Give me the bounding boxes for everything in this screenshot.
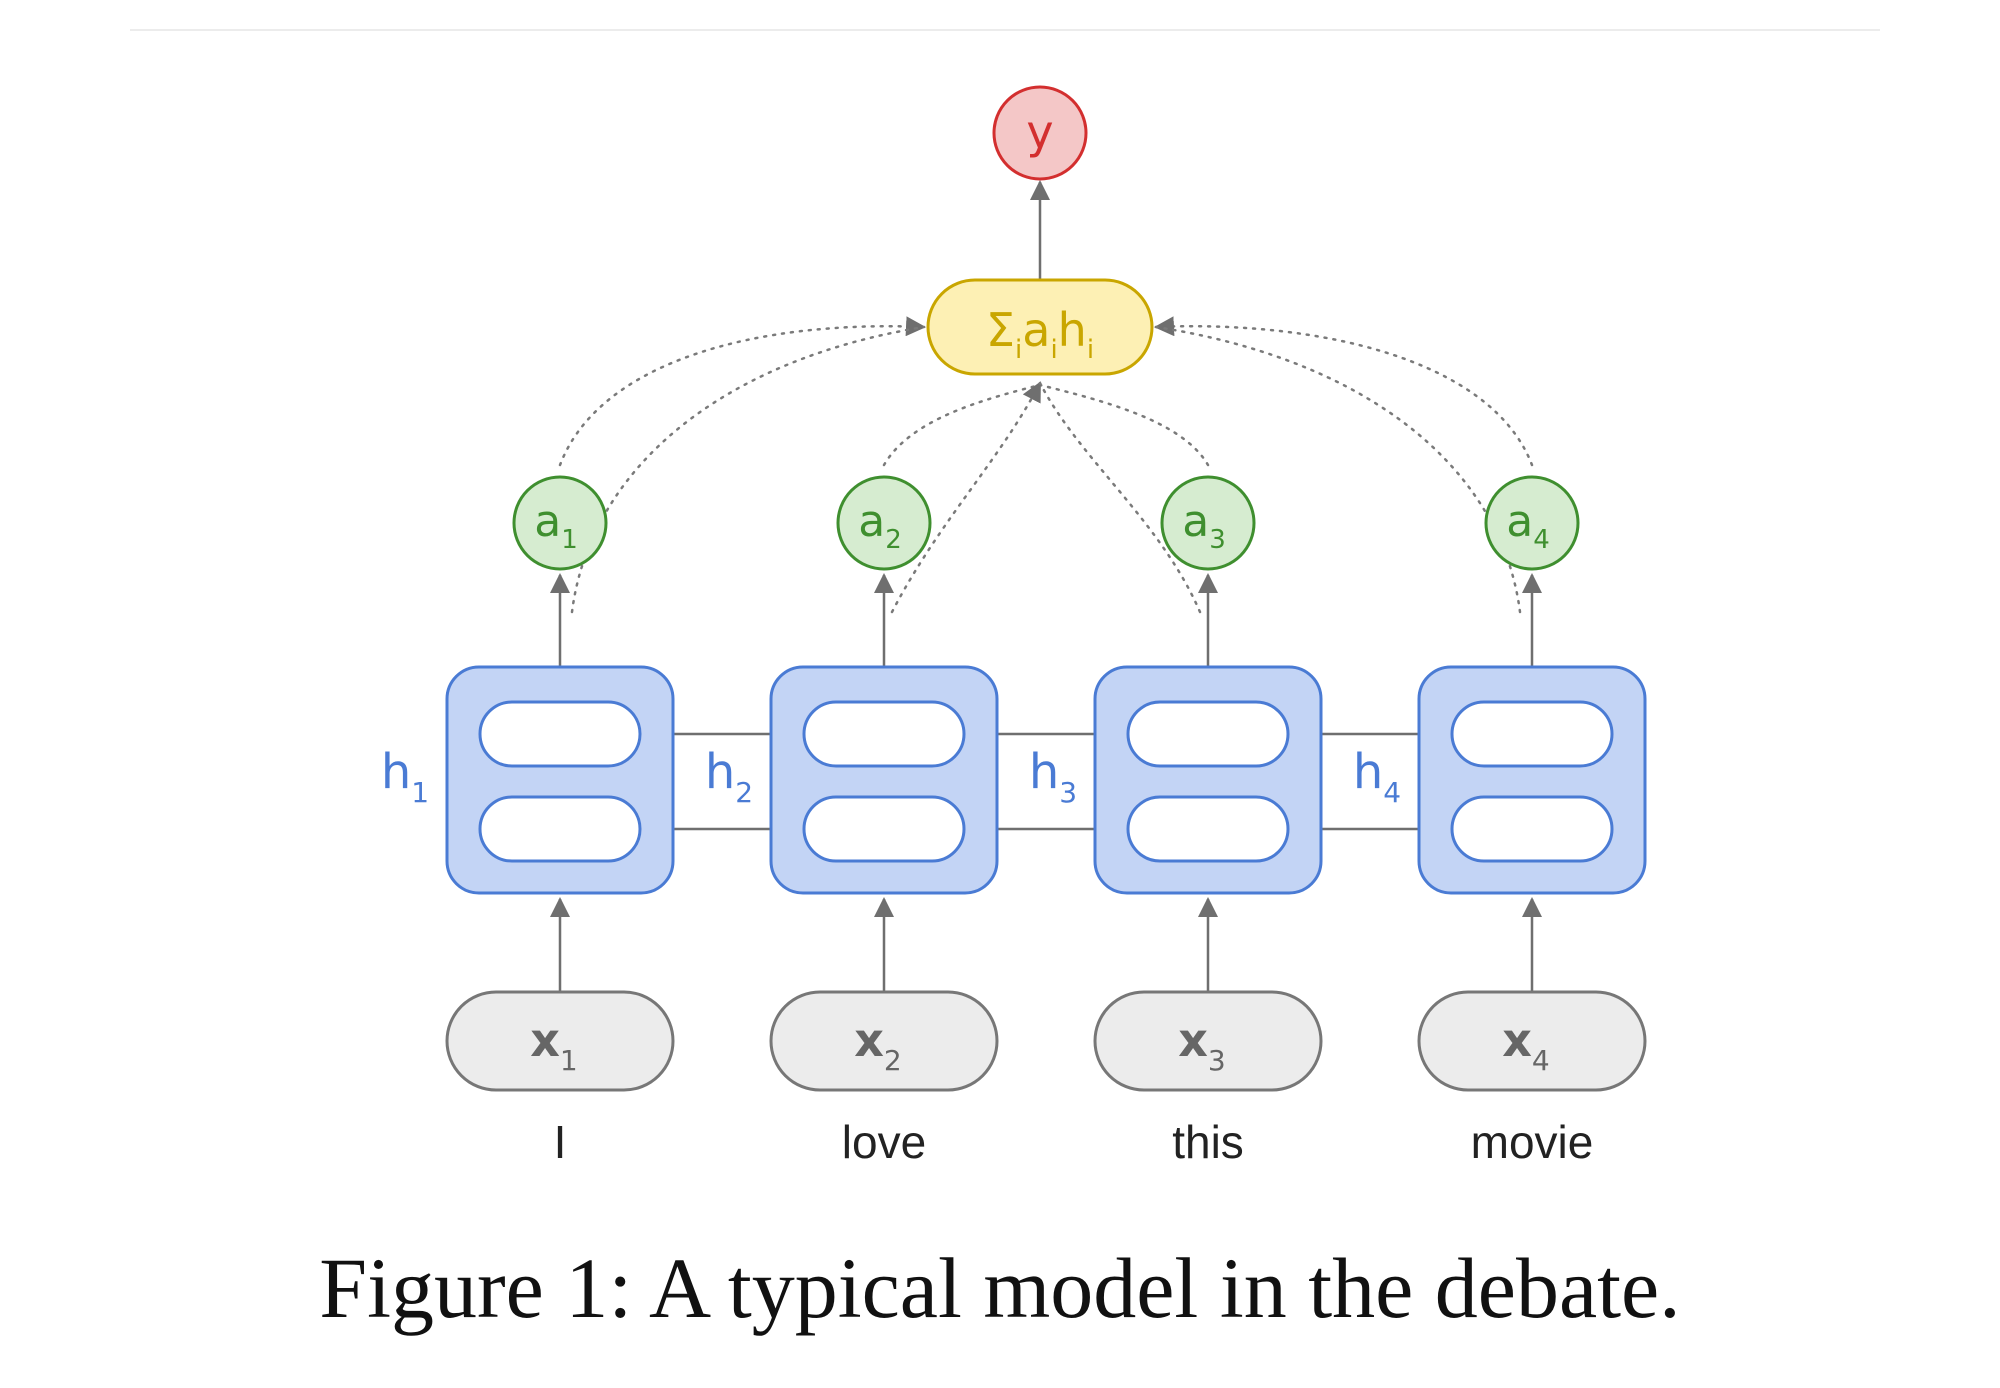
- dotted-hidden-4-to-sum: [1154, 325, 1522, 614]
- attention-symbol: a: [858, 496, 885, 547]
- output-label: y: [1026, 105, 1053, 159]
- attention-symbol: a: [1506, 496, 1533, 547]
- attention-symbol: a: [1182, 496, 1209, 547]
- hidden-symbol: h: [705, 744, 735, 800]
- dotted-attention-3-to-sum: [1038, 383, 1210, 467]
- sum-symbol: Σ: [986, 303, 1015, 357]
- hidden-symbol: h: [1058, 303, 1087, 357]
- input-node: [1417, 990, 1647, 1092]
- word-label: this: [1172, 1116, 1244, 1168]
- hidden-index: 4: [1383, 776, 1401, 809]
- input-index: 3: [1208, 1044, 1226, 1077]
- input-symbol: x: [1178, 1013, 1208, 1067]
- attention-symbol: a: [534, 496, 561, 547]
- sum-index: i: [1015, 335, 1022, 365]
- dotted-hidden-2-to-sum: [890, 381, 1042, 614]
- hidden-label: h4: [1353, 744, 1401, 809]
- attention-node: [1160, 475, 1256, 571]
- hidden-label: h1: [381, 744, 429, 809]
- input-index: 1: [560, 1044, 578, 1077]
- input-node: [769, 990, 999, 1092]
- dotted-hidden-3-to-sum: [1038, 381, 1202, 614]
- attention-index: 1: [561, 525, 578, 555]
- attention-label: a1: [534, 496, 578, 555]
- hidden-backward-cell: [802, 700, 966, 768]
- hidden-forward-cell: [1450, 795, 1614, 863]
- hidden-symbol: h: [1353, 744, 1383, 800]
- hidden-forward-cell: [802, 795, 966, 863]
- dotted-attention-2-to-sum: [882, 383, 1042, 467]
- hidden-backward-cell: [1450, 700, 1614, 768]
- attention-dotted-links: [558, 316, 1534, 614]
- word-label: love: [842, 1116, 926, 1168]
- attention-index: 4: [1533, 525, 1550, 555]
- attention-node: [512, 475, 608, 571]
- attention-node: [836, 475, 932, 571]
- hidden-label: h3: [1029, 744, 1077, 809]
- input-label: x3: [1178, 1013, 1226, 1077]
- input-index: 2: [884, 1044, 902, 1077]
- hidden-backward-cell: [478, 700, 642, 768]
- hidden-label: h2: [705, 744, 753, 809]
- alpha-index: i: [1050, 335, 1057, 365]
- attention-label: a2: [858, 496, 902, 555]
- attention-node: [1484, 475, 1580, 571]
- hidden-index: 2: [735, 776, 753, 809]
- attention-index: 3: [1209, 525, 1226, 555]
- input-symbol: x: [854, 1013, 884, 1067]
- aggregator-label: Σiaihi: [986, 303, 1094, 365]
- input-index: 4: [1532, 1044, 1550, 1077]
- input-label: x4: [1502, 1013, 1550, 1077]
- input-symbol: x: [1502, 1013, 1532, 1067]
- attention-label: a3: [1182, 496, 1226, 555]
- aggregator-node: Σiaihi: [926, 278, 1154, 376]
- figure-caption: Figure 1: A typical model in the debate.: [319, 1240, 1681, 1336]
- hidden-index: i: [1087, 335, 1094, 365]
- output-node: y: [992, 85, 1088, 181]
- hidden-symbol: h: [381, 744, 411, 800]
- input-node: [445, 990, 675, 1092]
- input-label: x2: [854, 1013, 902, 1077]
- hidden-backward-cell: [1126, 700, 1290, 768]
- dotted-attention-1-to-sum: [558, 316, 926, 467]
- word-label: movie: [1471, 1116, 1594, 1168]
- dotted-hidden-1-to-sum: [570, 325, 926, 614]
- hidden-index: 3: [1059, 776, 1077, 809]
- hidden-forward-cell: [1126, 795, 1290, 863]
- hidden-forward-cell: [478, 795, 642, 863]
- alpha-symbol: a: [1022, 303, 1050, 357]
- input-symbol: x: [530, 1013, 560, 1067]
- word-label: I: [554, 1116, 567, 1168]
- input-label: x1: [530, 1013, 578, 1077]
- attention-label: a4: [1506, 496, 1550, 555]
- attention-index: 2: [885, 525, 902, 555]
- input-node: [1093, 990, 1323, 1092]
- hidden-index: 1: [411, 776, 429, 809]
- dotted-attention-4-to-sum: [1154, 316, 1534, 467]
- hidden-symbol: h: [1029, 744, 1059, 800]
